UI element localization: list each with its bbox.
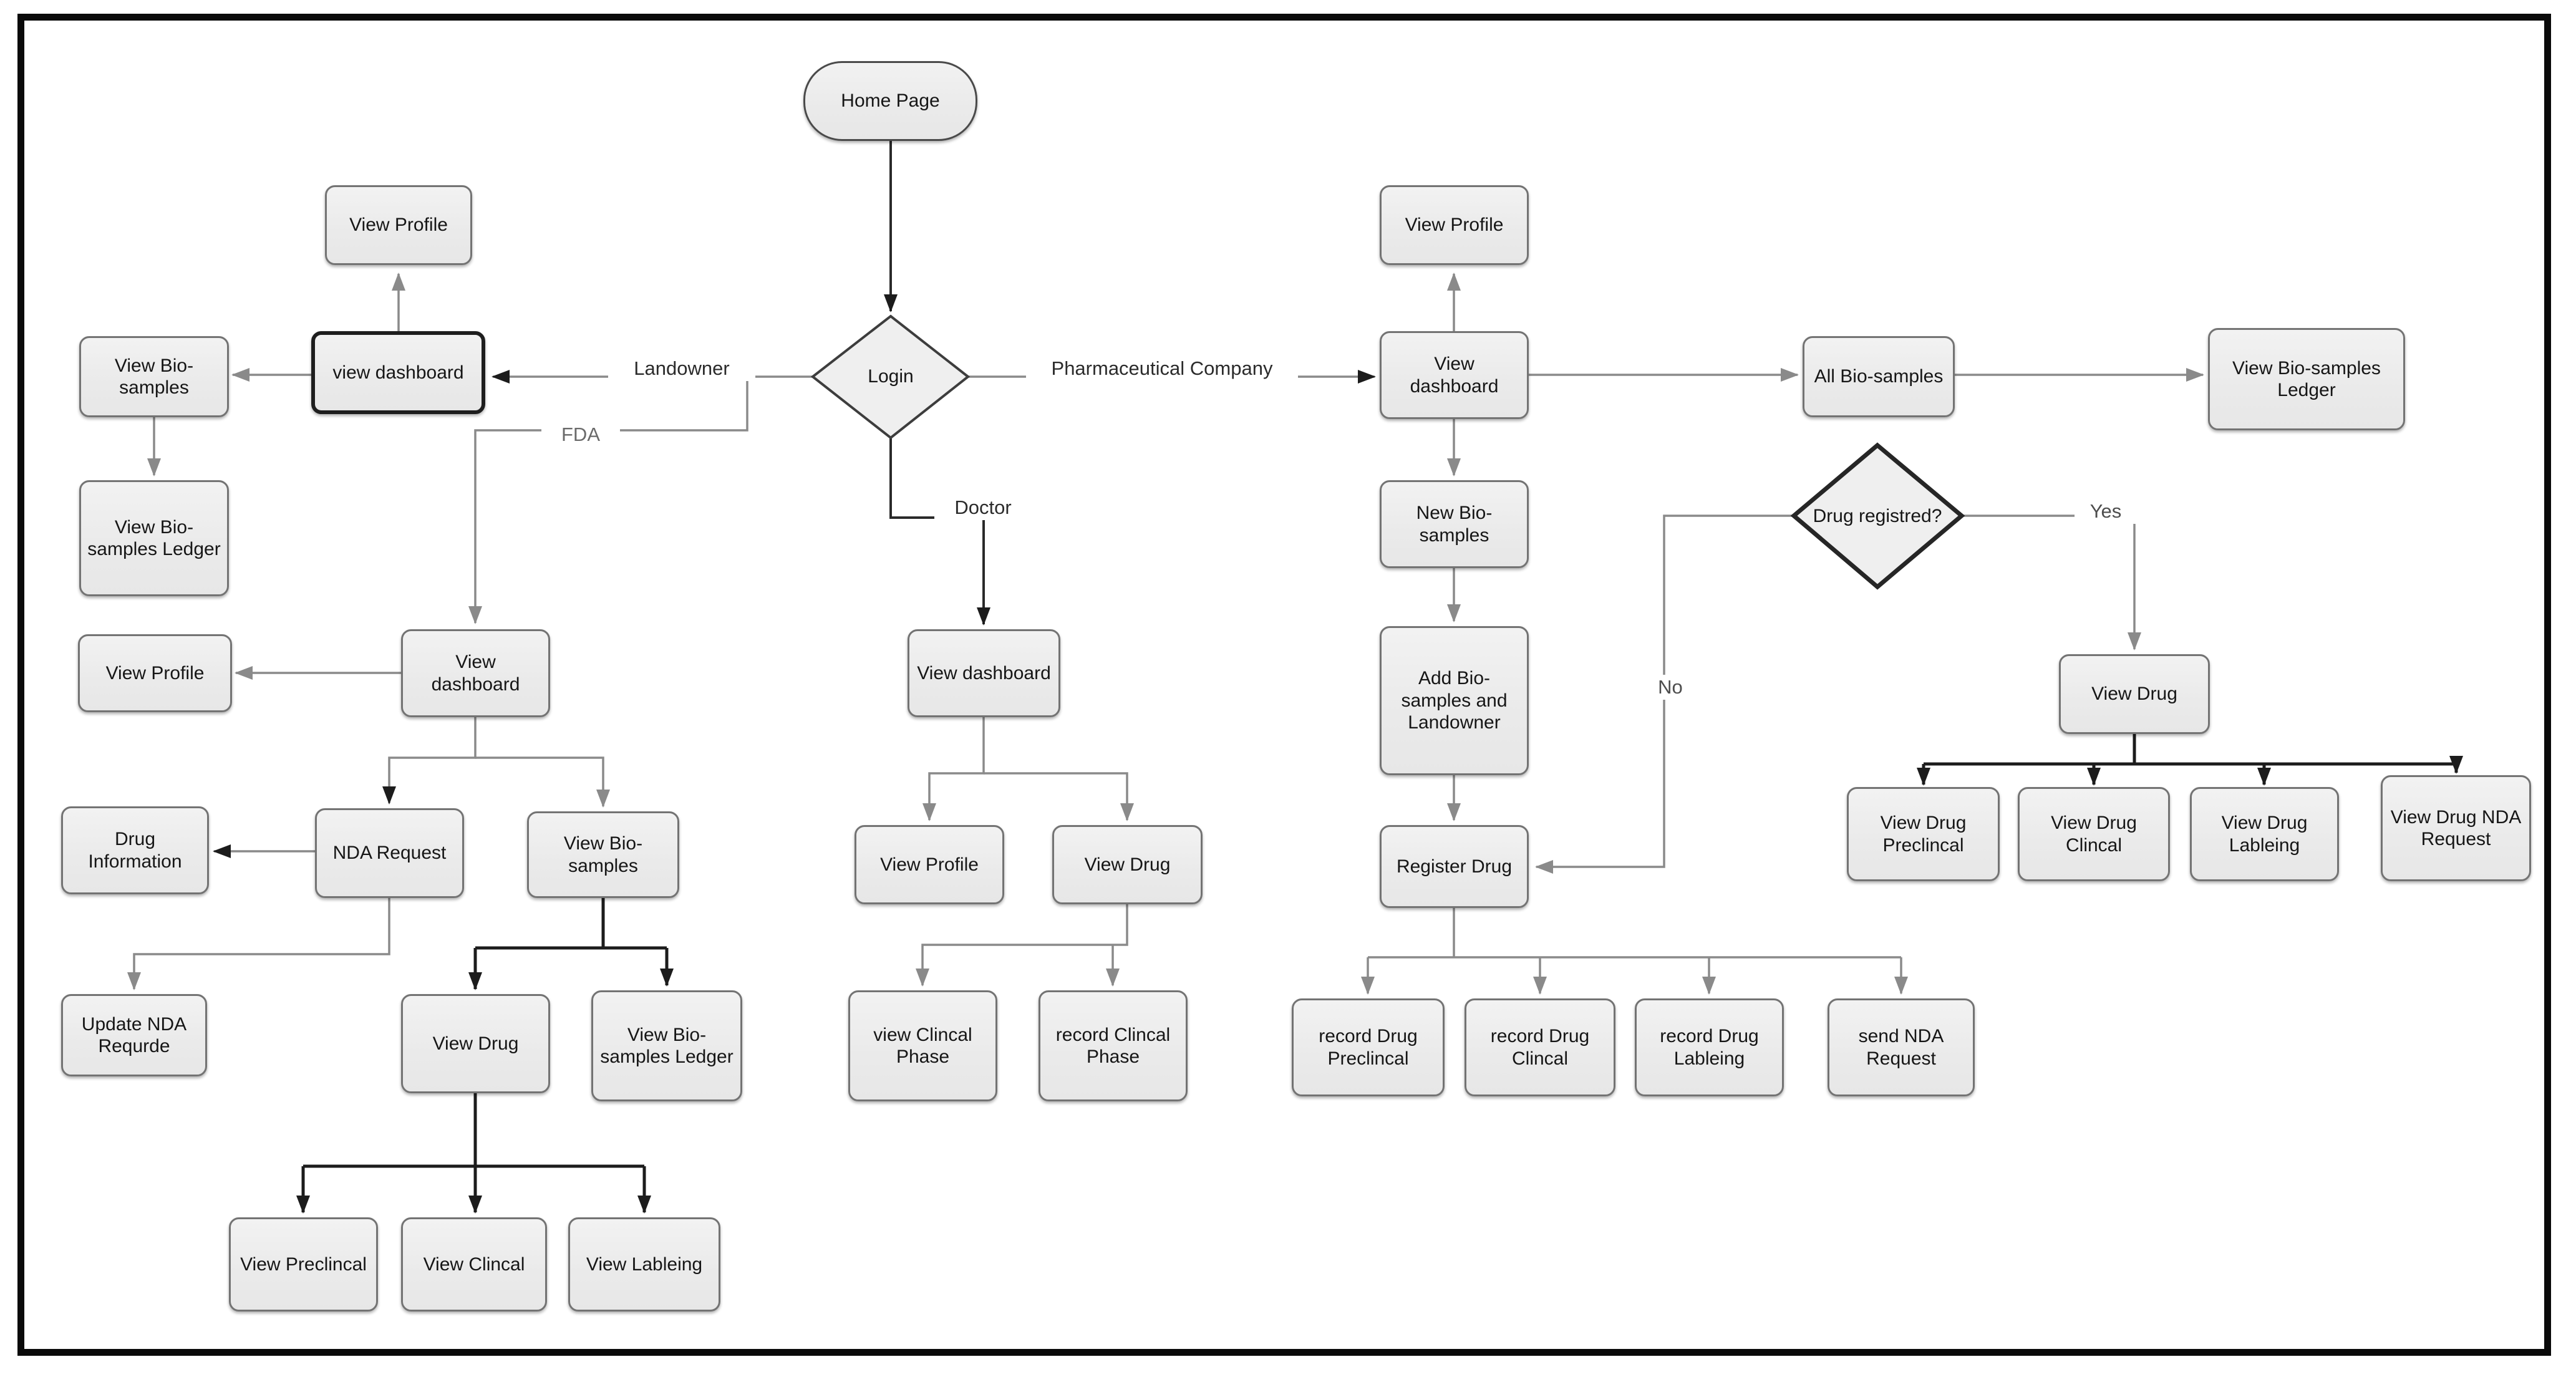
node-view-drug-lableing: View Drug Lableing: [2190, 787, 2339, 881]
node-view-drug-nda-request: View Drug NDA Request: [2381, 775, 2531, 881]
edge-label-pharmaceutical-company: Pharmaceutical Company: [1026, 356, 1298, 381]
node-pharma-record-drug-preclincal: record Drug Preclincal: [1292, 998, 1445, 1096]
node-fda-view-biosamples: View Bio-samples: [527, 811, 679, 898]
node-doctor-view-clincal-phase: view Clincal Phase: [848, 990, 997, 1101]
node-landowner-view-dashboard: view dashboard: [311, 331, 485, 414]
node-pharma-view-biosamples-ledger: View Bio-samples Ledger: [2208, 328, 2405, 430]
node-pharma-all-biosamples: All Bio-samples: [1803, 336, 1955, 417]
node-home-page: Home Page: [803, 61, 977, 141]
node-landowner-view-biosamples-ledger: View Bio-samples Ledger: [79, 480, 229, 596]
node-pharma-view-profile: View Profile: [1380, 185, 1529, 265]
node-landowner-view-profile: View Profile: [325, 185, 472, 265]
node-landowner-view-biosamples: View Bio-samples: [79, 336, 229, 417]
node-fda-update-nda-requrde: Update NDA Requrde: [61, 994, 207, 1076]
diagram-border: [17, 14, 2551, 1356]
node-doctor-view-dashboard: View dashboard: [908, 629, 1060, 717]
node-view-drug-clincal: View Drug Clincal: [2018, 787, 2170, 881]
node-fda-view-preclincal: View Preclincal: [229, 1217, 378, 1312]
edge-label-doctor: Doctor: [934, 495, 1032, 520]
edge-label-landowner: Landowner: [608, 356, 755, 381]
node-doctor-view-profile: View Profile: [855, 825, 1004, 904]
node-pharma-add-biosamples-landowner: Add Bio-samples and Landowner: [1380, 626, 1529, 775]
node-doctor-view-drug: View Drug: [1052, 825, 1203, 904]
node-pharma-register-drug: Register Drug: [1380, 825, 1529, 908]
node-view-drug-preclincal: View Drug Preclincal: [1847, 787, 2000, 881]
edge-label-fda: FDA: [541, 422, 620, 447]
node-pharma-record-drug-clincal: record Drug Clincal: [1465, 998, 1615, 1096]
edge-label-no: No: [1640, 675, 1700, 700]
node-doctor-record-clincal-phase: record Clincal Phase: [1039, 990, 1188, 1101]
node-fda-view-drug: View Drug: [401, 994, 550, 1093]
node-fda-view-dashboard: View dashboard: [401, 629, 550, 717]
node-fda-view-lableing: View Lableing: [568, 1217, 720, 1312]
node-pharma-record-drug-lableing: record Drug Lableing: [1635, 998, 1784, 1096]
node-fda-view-profile: View Profile: [78, 634, 232, 712]
node-fda-nda-request: NDA Request: [315, 808, 464, 898]
edge-label-yes: Yes: [2075, 499, 2137, 524]
node-pharma-send-nda-request: send NDA Request: [1828, 998, 1975, 1096]
node-fda-view-clincal: View Clincal: [401, 1217, 547, 1312]
node-fda-view-biosamples-ledger: View Bio-samples Ledger: [591, 990, 742, 1101]
node-pharma-new-biosamples: New Bio-samples: [1380, 480, 1529, 568]
node-pharma-view-drug: View Drug: [2059, 654, 2210, 734]
node-fda-drug-information: Drug Information: [61, 806, 209, 894]
node-pharma-view-dashboard: View dashboard: [1380, 331, 1529, 419]
